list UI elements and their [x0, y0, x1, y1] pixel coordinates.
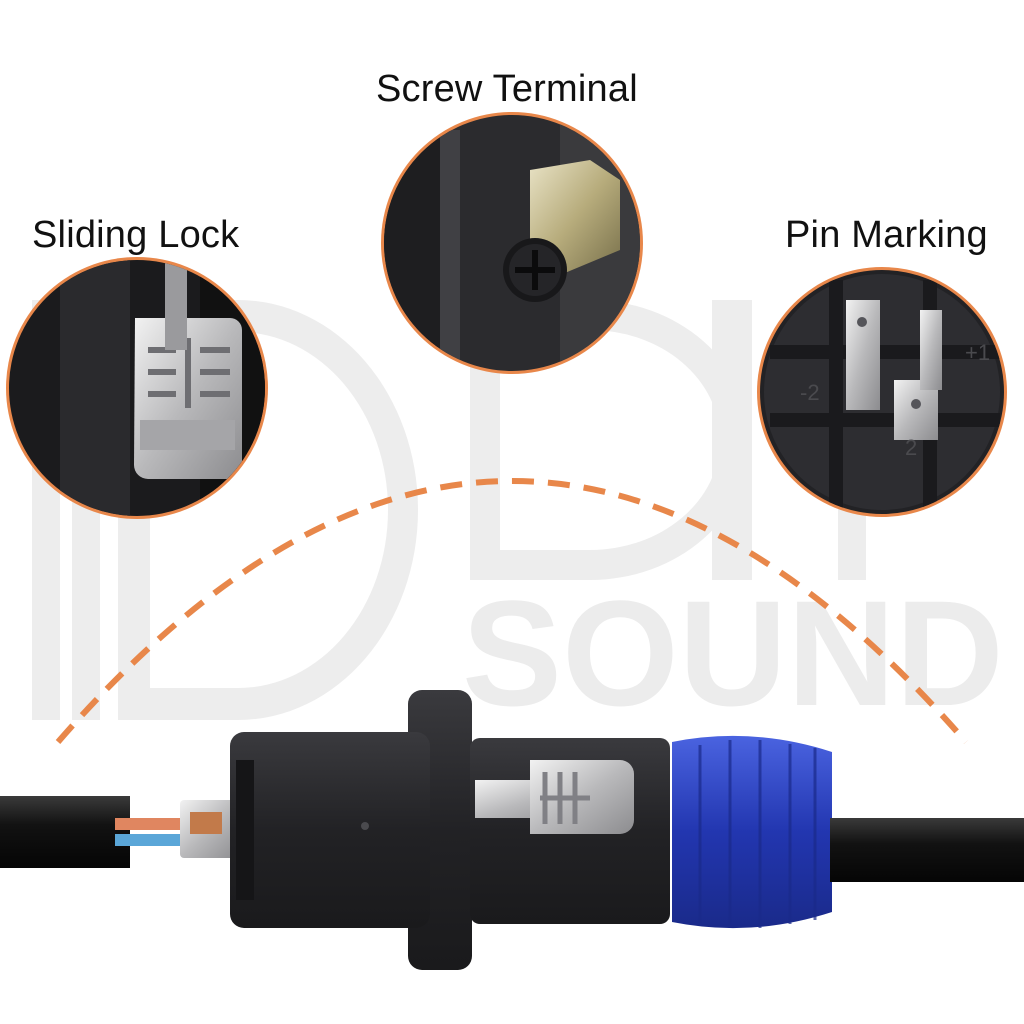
- callout-arc: [55, 478, 969, 744]
- callout-pin-marking-image: +1 -2 2: [757, 267, 1007, 517]
- connector-housing: [230, 732, 430, 928]
- blue-locking-ring: [672, 735, 832, 929]
- watermark-text: SOUND: [462, 569, 1004, 737]
- callout-label-sliding-lock: Sliding Lock: [32, 214, 240, 256]
- callout-label-screw-terminal: Screw Terminal: [376, 68, 638, 110]
- pin-label-3: 2: [905, 435, 917, 460]
- callout-sliding-lock-image: [6, 257, 268, 519]
- pin-label-1: +1: [965, 340, 990, 365]
- pin-label-2: -2: [800, 380, 820, 405]
- left-cable: [0, 796, 130, 868]
- speakon-connector: [0, 690, 1024, 970]
- right-cable: [830, 818, 1024, 882]
- callout-screw-terminal-image: [381, 112, 643, 374]
- callout-label-pin-marking: Pin Marking: [785, 214, 988, 256]
